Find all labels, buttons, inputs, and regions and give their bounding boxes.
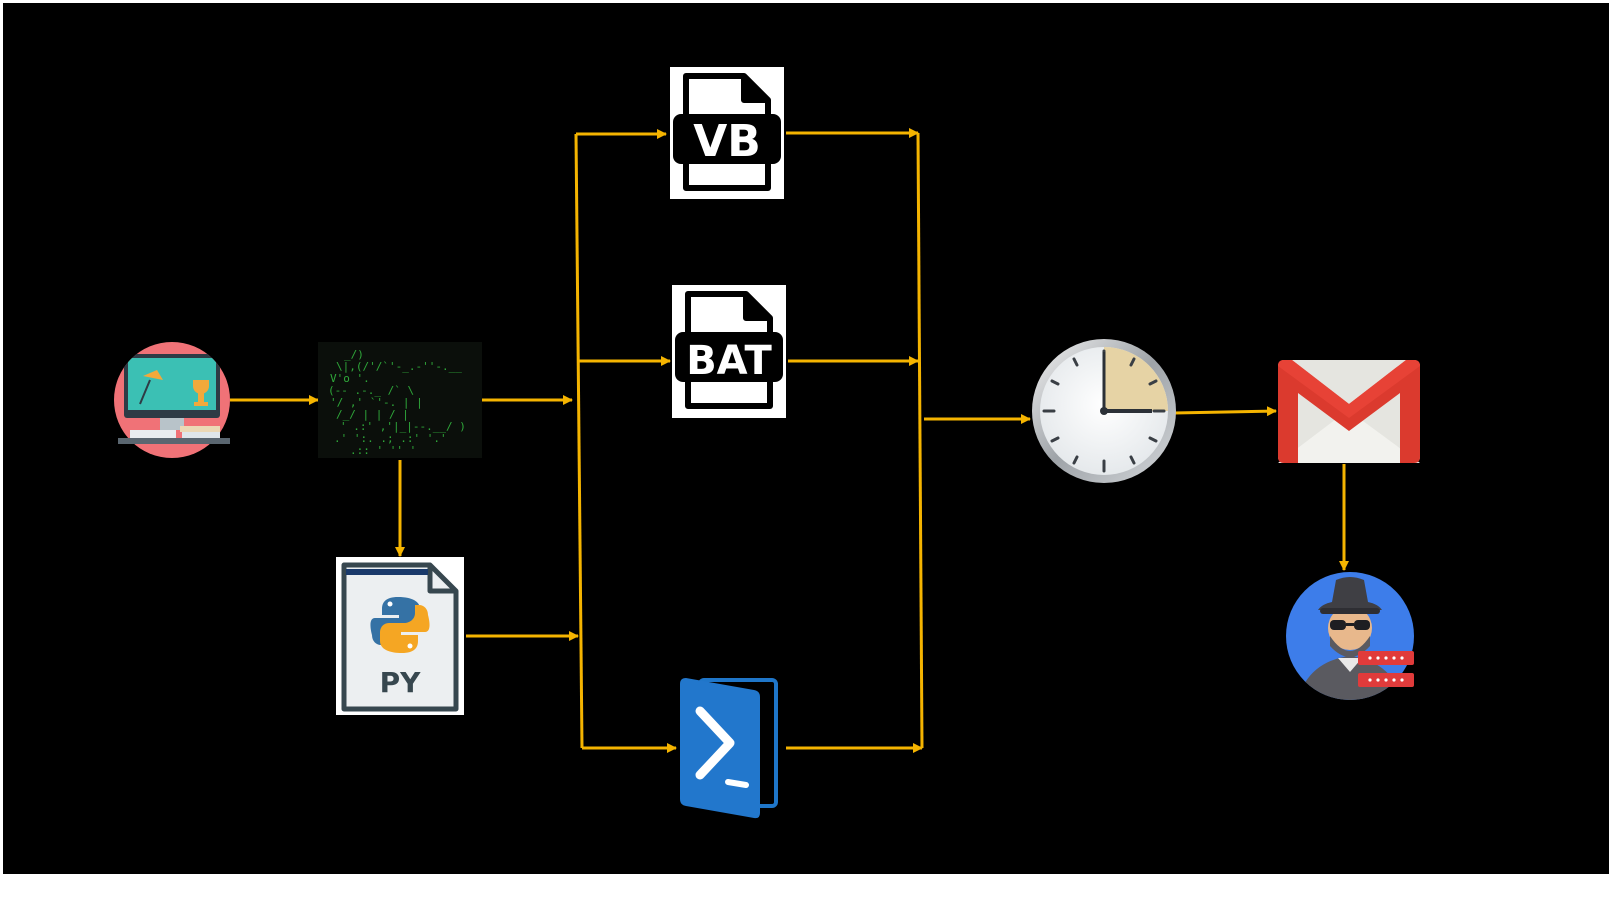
vb-file-label: VB (693, 116, 761, 167)
edge-clock-to-email (1173, 406, 1277, 417)
svg-text:\|,(/'/`'-_.-''-.__: \|,(/'/`'-_.-''-.__ (336, 360, 462, 373)
svg-text:.' ':. .; .:' '.': .' ':. .; .:' '.' (334, 432, 447, 445)
svg-text:' .:' ,'|_|--.__/ ): ' .:' ,'|_|--.__/ ) (340, 420, 466, 433)
split-bus (574, 133, 584, 749)
svg-text:.:: ' '' ': .:: ' '' ' (350, 444, 416, 457)
svg-text:_/): _/) (344, 348, 364, 361)
bat-file-icon: BAT (672, 285, 786, 418)
svg-text:/_/ | | / |: /_/ | | / | (336, 408, 409, 421)
connectors (230, 128, 1349, 753)
python-file-label: PY (380, 666, 422, 699)
powershell-icon (680, 678, 778, 819)
svg-text:V'o '.: V'o '. (330, 372, 370, 385)
desktop-workstation-icon (114, 342, 230, 458)
svg-text:'/ ,' `'-. | |: '/ ,' `'-. | | (330, 396, 423, 409)
python-file-icon: PY (336, 557, 464, 715)
merge-bus (916, 132, 924, 749)
svg-text:(-- .-._ /` \: (-- .-._ /` \ (328, 384, 414, 397)
bat-file-label: BAT (686, 338, 772, 384)
vb-file-icon: VB (670, 67, 784, 199)
clock-icon (1032, 339, 1176, 483)
gmail-icon (1278, 360, 1420, 463)
ascii-art-terminal-icon: _/) \|,(/'/`'-_.-''-.__ V'o '. (-- .-._ … (318, 342, 482, 458)
